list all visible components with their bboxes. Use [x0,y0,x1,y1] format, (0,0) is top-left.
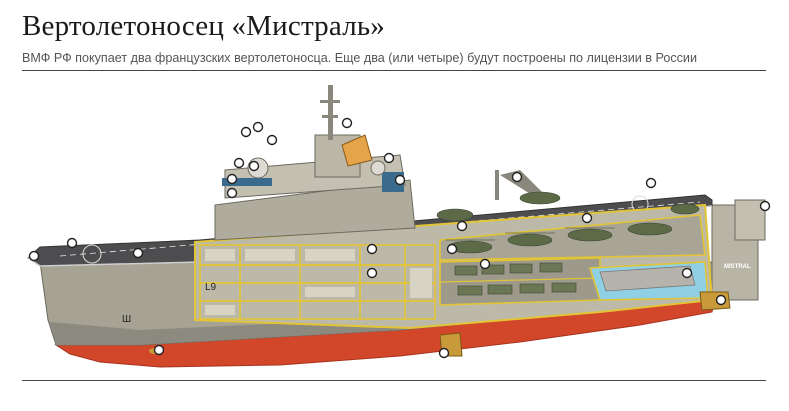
stern-name: MISTRAL [724,264,751,270]
callout-16[interactable] [28,250,40,262]
callout-markers[interactable] [28,117,771,359]
hull-lower-band [50,292,716,345]
mast [328,85,333,140]
callout-19[interactable] [446,243,458,255]
callout-6[interactable] [248,160,260,172]
callout-14[interactable] [66,237,78,249]
callout-23[interactable] [681,267,693,279]
callout-26[interactable] [438,347,450,359]
deck-spot-1 [82,244,102,264]
callout-10[interactable] [226,187,238,199]
callout-22[interactable] [366,267,378,279]
radar-antenna [341,134,373,167]
divider-bottom [22,380,766,381]
callout-9[interactable] [394,174,406,186]
hull-number: L9 [205,282,217,293]
callout-20[interactable] [581,212,593,224]
divider-top [22,70,766,71]
landing-craft [599,265,696,292]
callout-12[interactable] [645,177,657,189]
mast-cross-2 [322,115,338,118]
hangar-helicopters [445,222,673,254]
mast-cross-1 [320,100,340,103]
callout-18[interactable] [456,220,468,232]
callout-1[interactable] [240,126,252,138]
vehicles [454,262,577,296]
callout-7[interactable] [226,173,238,185]
callout-24[interactable] [715,294,727,306]
callout-2[interactable] [252,121,264,133]
callout-11[interactable] [511,171,523,183]
cutaway-left-cabins [205,249,432,315]
vehicle-deck-divider [439,277,601,283]
callout-3[interactable] [266,134,278,146]
deck-helicopters [436,191,700,222]
callout-25[interactable] [153,344,165,356]
callout-15[interactable] [132,247,144,259]
callout-4[interactable] [341,117,353,129]
callout-13[interactable] [759,200,771,212]
callout-21[interactable] [479,258,491,270]
bow-mark: Ш [122,314,131,325]
radar-dome-2 [370,160,386,176]
callout-8[interactable] [383,152,395,164]
cutaway-left-section [199,244,436,320]
callout-5[interactable] [233,157,245,169]
page-subtitle: ВМФ РФ покупает два французских вертолет… [22,51,697,65]
callout-17[interactable] [366,243,378,255]
page-title: Вертолетоносец «Мистраль» [22,10,386,42]
bridge-windows-left [222,178,272,186]
aft-kingpost [495,170,499,200]
